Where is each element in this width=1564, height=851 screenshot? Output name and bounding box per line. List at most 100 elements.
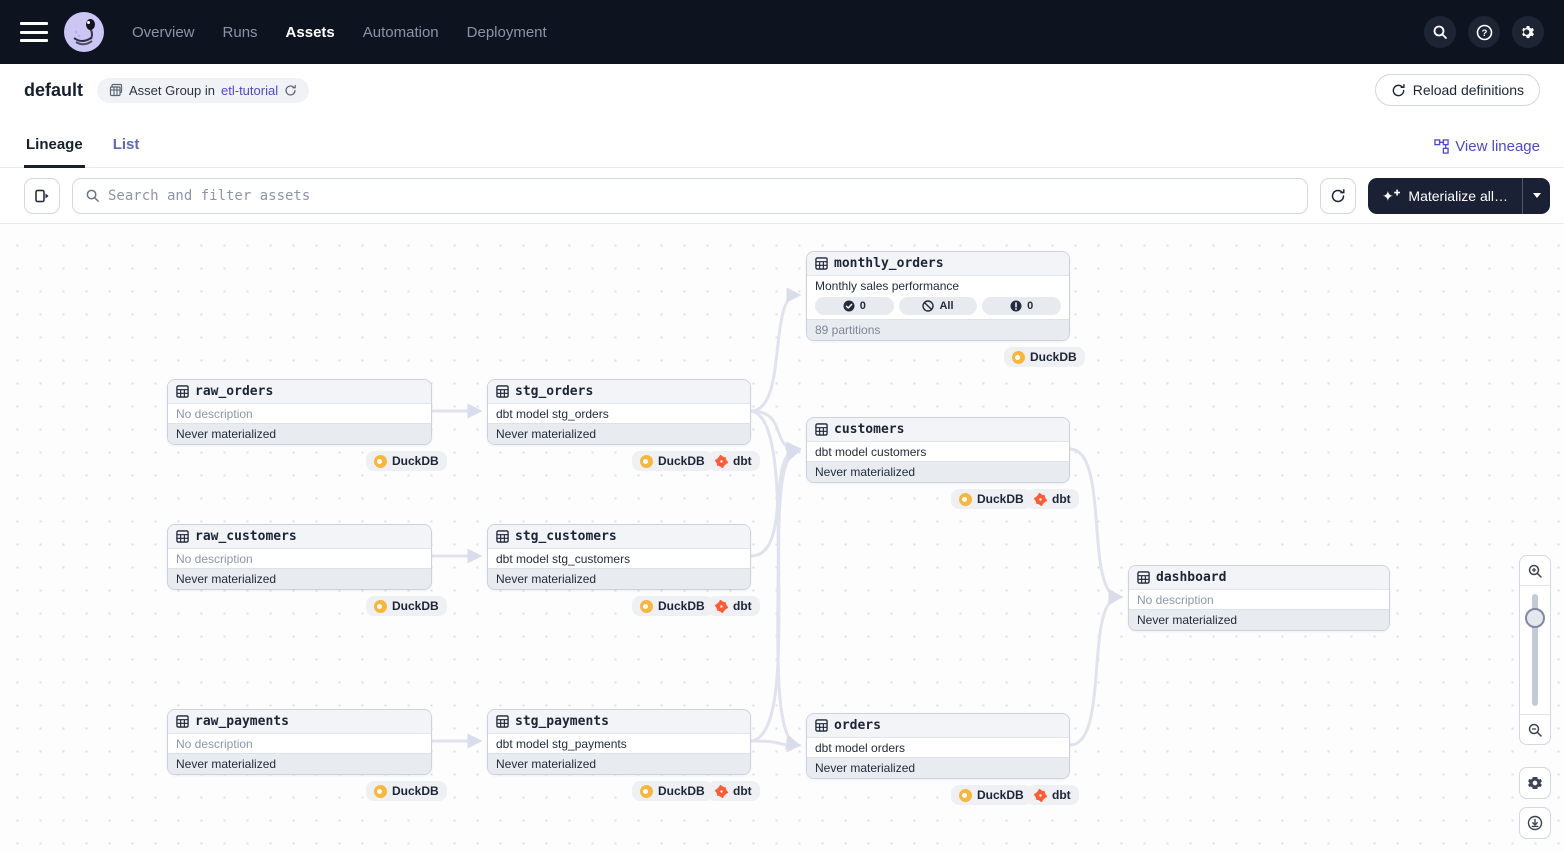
zoom-in-icon: [1528, 564, 1542, 578]
asset-status: Never materialized: [488, 568, 750, 589]
asset-status: Never materialized: [807, 757, 1069, 778]
tag-duckdb[interactable]: DuckDB: [366, 781, 447, 801]
search-input[interactable]: [108, 187, 1295, 204]
asset-node-stg-customers[interactable]: stg_customers dbt model stg_customers Ne…: [487, 524, 751, 590]
panel-expand-icon: [35, 189, 49, 202]
chevron-down-icon: [1532, 193, 1541, 198]
alert-circle-icon: [1010, 300, 1022, 312]
asset-name: orders: [834, 718, 881, 733]
asset-node-dashboard[interactable]: dashboard No description Never materiali…: [1128, 565, 1390, 631]
asset-description: dbt model orders: [815, 740, 906, 755]
asset-group-badge: Asset Group in etl-tutorial: [97, 77, 310, 103]
view-lineage-label: View lineage: [1455, 138, 1540, 155]
asset-node-orders[interactable]: orders dbt model orders Never materializ…: [806, 713, 1070, 779]
logo-eye: [86, 19, 95, 30]
reload-definitions-button[interactable]: Reload definitions: [1374, 74, 1540, 106]
asset-name: monthly_orders: [834, 256, 944, 271]
tag-duckdb[interactable]: DuckDB: [366, 596, 447, 616]
asset-name: raw_customers: [195, 529, 297, 544]
tag-dbt[interactable]: dbt: [707, 451, 760, 471]
dbt-icon: [715, 784, 728, 798]
dbt-icon: [1034, 492, 1047, 506]
lineage-canvas[interactable]: monthly_orders Monthly sales performance…: [0, 224, 1564, 851]
partition-status-row: 0 All 0: [807, 295, 1069, 319]
materialize-all-button[interactable]: ✦✚ Materialize all…: [1367, 177, 1550, 214]
asset-node-raw-customers[interactable]: raw_customers No description Never mater…: [167, 524, 432, 590]
view-lineage-link[interactable]: View lineage: [1434, 138, 1540, 167]
zoom-slider[interactable]: [1520, 586, 1550, 714]
partitions-success-pill[interactable]: 0: [815, 297, 894, 315]
asset-node-monthly-orders[interactable]: monthly_orders Monthly sales performance…: [806, 251, 1070, 341]
dagster-logo[interactable]: [64, 12, 104, 52]
tag-duckdb[interactable]: DuckDB: [632, 596, 713, 616]
tag-dbt[interactable]: dbt: [707, 781, 760, 801]
slash-circle-icon: [922, 300, 935, 312]
nav-deployment[interactable]: Deployment: [466, 23, 547, 41]
asset-status: Never materialized: [488, 753, 750, 774]
sidebar-toggle-button[interactable]: [24, 177, 60, 214]
tag-dbt[interactable]: dbt: [707, 596, 760, 616]
tab-lineage[interactable]: Lineage: [24, 136, 85, 168]
tag-dbt[interactable]: dbt: [1026, 489, 1079, 509]
asset-node-raw-orders[interactable]: raw_orders No description Never material…: [167, 379, 432, 445]
nav-overview[interactable]: Overview: [132, 23, 195, 41]
asset-description: Monthly sales performance: [815, 278, 960, 293]
hamburger-menu-icon[interactable]: [20, 22, 48, 42]
asset-group-header: default Asset Group in etl-tutorial Relo…: [0, 64, 1564, 116]
zoom-slider-track[interactable]: [1532, 594, 1538, 706]
table-icon: [176, 530, 189, 543]
partitions-failed-pill[interactable]: 0: [982, 297, 1062, 315]
lineage-toolbar: ✦✚ Materialize all…: [0, 168, 1564, 224]
dbt-icon: [715, 599, 728, 613]
help-icon[interactable]: ?: [1468, 16, 1500, 48]
refresh-icon[interactable]: [284, 84, 297, 97]
tag-duckdb[interactable]: DuckDB: [1004, 347, 1085, 367]
tag-duckdb[interactable]: DuckDB: [632, 781, 713, 801]
svg-text:?: ?: [1481, 28, 1487, 39]
zoom-slider-handle[interactable]: [1525, 608, 1545, 628]
asset-status: Never materialized: [488, 423, 750, 444]
refresh-assets-button[interactable]: [1319, 177, 1356, 214]
nav-automation[interactable]: Automation: [362, 23, 439, 41]
tag-duckdb[interactable]: DuckDB: [951, 489, 1032, 509]
asset-group-icon: [109, 83, 123, 97]
tag-dbt[interactable]: dbt: [1026, 785, 1079, 805]
tabs-row: Lineage List View lineage: [0, 116, 1564, 168]
tag-duckdb[interactable]: DuckDB: [632, 451, 713, 471]
tag-duckdb[interactable]: DuckDB: [951, 785, 1032, 805]
table-icon: [496, 385, 509, 398]
asset-name: dashboard: [1156, 570, 1227, 585]
partitions-missing-pill[interactable]: All: [898, 297, 978, 315]
materialize-options-caret[interactable]: [1522, 177, 1550, 214]
dbt-icon: [1034, 788, 1047, 802]
asset-node-customers[interactable]: customers dbt model customers Never mate…: [806, 417, 1070, 483]
asset-node-raw-payments[interactable]: raw_payments No description Never materi…: [167, 709, 432, 775]
asset-node-stg-orders[interactable]: stg_orders dbt model stg_orders Never ma…: [487, 379, 751, 445]
asset-status: Never materialized: [168, 753, 431, 774]
nav-assets[interactable]: Assets: [285, 23, 335, 41]
zoom-in-button[interactable]: [1520, 556, 1550, 586]
graph-settings-button[interactable]: [1519, 767, 1551, 799]
zoom-out-button[interactable]: [1520, 714, 1550, 744]
tag-duckdb[interactable]: DuckDB: [366, 451, 447, 471]
table-icon: [815, 423, 828, 436]
tab-list[interactable]: List: [112, 136, 140, 153]
download-image-button[interactable]: [1519, 807, 1551, 839]
gear-icon: [1528, 777, 1542, 789]
zoom-controls: [1519, 555, 1551, 745]
search-icon: [86, 189, 99, 202]
table-icon: [815, 257, 828, 270]
asset-node-stg-payments[interactable]: stg_payments dbt model stg_payments Neve…: [487, 709, 751, 775]
duckdb-icon: [374, 599, 387, 613]
asset-group-badge-text: Asset Group in: [129, 82, 216, 98]
asset-description: dbt model customers: [815, 444, 927, 459]
search-icon[interactable]: [1424, 16, 1456, 48]
table-icon: [176, 715, 189, 728]
asset-description: No description: [176, 551, 253, 566]
nav-runs[interactable]: Runs: [222, 23, 258, 41]
settings-gear-icon[interactable]: [1512, 16, 1544, 48]
asset-description: dbt model stg_orders: [496, 406, 609, 421]
code-location-link[interactable]: etl-tutorial: [221, 82, 279, 98]
table-icon: [496, 715, 509, 728]
asset-status: Never materialized: [168, 568, 431, 589]
